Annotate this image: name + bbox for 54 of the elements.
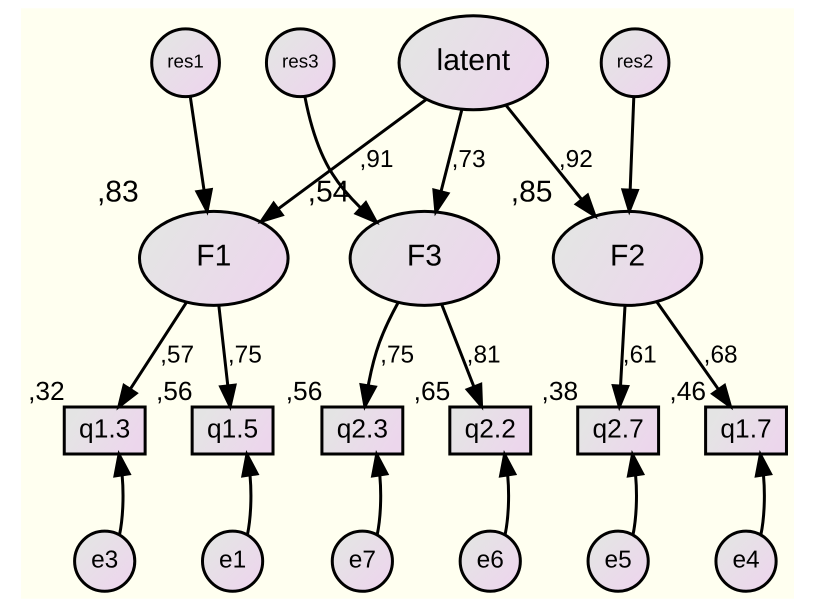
node-box: q2.3: [320, 405, 404, 456]
arrow: [626, 450, 646, 536]
node-circle: e4: [714, 530, 778, 593]
arrow: [359, 302, 400, 411]
node-label: ,65: [414, 376, 450, 406]
arrow: [611, 306, 630, 412]
node-box: q2.2: [448, 405, 532, 456]
arrow: [440, 304, 484, 410]
arrow: [113, 450, 132, 536]
arrow: [116, 302, 188, 411]
node-label: ,38: [542, 376, 578, 406]
node-label: ,32: [28, 376, 65, 406]
node-box: q1.3: [62, 405, 147, 456]
node-label: ,83: [96, 176, 139, 209]
node-label: ,56: [286, 376, 322, 406]
node-box: q1.7: [704, 405, 788, 456]
arrow: [258, 98, 428, 224]
node-circle: e3: [73, 530, 136, 593]
node-circle: res2: [600, 27, 670, 98]
edge-label: ,92: [558, 146, 593, 173]
edge-label: ,75: [380, 342, 414, 369]
node-box: q2.7: [576, 405, 660, 456]
node-label: ,56: [156, 376, 193, 406]
edge-label: ,81: [466, 342, 501, 369]
arrow: [754, 450, 773, 536]
edge-label: ,73: [452, 146, 486, 173]
edge-label: ,68: [704, 342, 738, 369]
edge-label: ,61: [622, 342, 657, 369]
arrow: [370, 450, 390, 536]
node-ellipse: F3: [348, 210, 500, 307]
node-box: q1.5: [190, 405, 275, 456]
edge-label: ,75: [228, 342, 262, 369]
edge-label: ,57: [160, 342, 194, 369]
arrow: [498, 450, 518, 536]
node-circle: e6: [458, 530, 522, 593]
arrow: [620, 97, 640, 216]
node-ellipse: F1: [138, 210, 290, 307]
node-circle: e5: [586, 530, 650, 593]
arrow: [656, 300, 734, 410]
arrow: [240, 450, 260, 536]
node-label: ,85: [510, 176, 553, 209]
node-circle: res1: [150, 27, 221, 98]
arrow: [432, 109, 464, 216]
node-circle: res3: [264, 27, 336, 98]
node-label: ,46: [669, 376, 706, 406]
node-circle: e1: [201, 530, 264, 593]
node-circle: e7: [330, 530, 394, 593]
node-ellipse: latent: [398, 14, 550, 112]
arrow: [217, 305, 237, 412]
arrow: [303, 96, 380, 226]
arrow: [188, 96, 214, 216]
edge-label: ,91: [359, 146, 394, 173]
arrow: [504, 104, 598, 220]
node-ellipse: F2: [552, 210, 704, 307]
